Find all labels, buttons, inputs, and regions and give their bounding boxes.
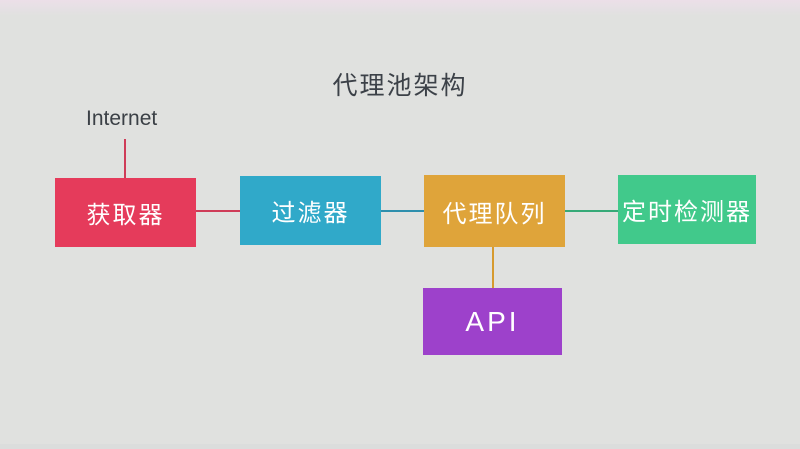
diagram-title: 代理池架构 <box>332 72 468 100</box>
node-filter-label: 过滤器 <box>271 200 350 227</box>
connector-queue-to-api <box>492 247 494 288</box>
node-proxy-queue-label: 代理队列 <box>442 200 547 228</box>
node-api-label: API <box>465 305 520 337</box>
node-scheduled-tester: 定时检测器 <box>618 175 756 244</box>
bottom-strip <box>0 444 800 449</box>
node-fetcher: 获取器 <box>55 178 196 247</box>
node-scheduled-tester-label: 定时检测器 <box>622 199 752 226</box>
connector-queue-to-tester <box>565 210 618 212</box>
connector-internet-to-fetcher <box>124 139 126 178</box>
connector-fetcher-to-filter <box>196 210 240 212</box>
node-api: API <box>423 288 562 355</box>
node-proxy-queue: 代理队列 <box>424 175 565 247</box>
top-pink-strip <box>0 0 800 16</box>
node-fetcher-label: 获取器 <box>86 202 165 229</box>
node-filter: 过滤器 <box>240 176 381 245</box>
connector-filter-to-queue <box>381 210 424 212</box>
internet-label: Internet <box>86 107 158 130</box>
